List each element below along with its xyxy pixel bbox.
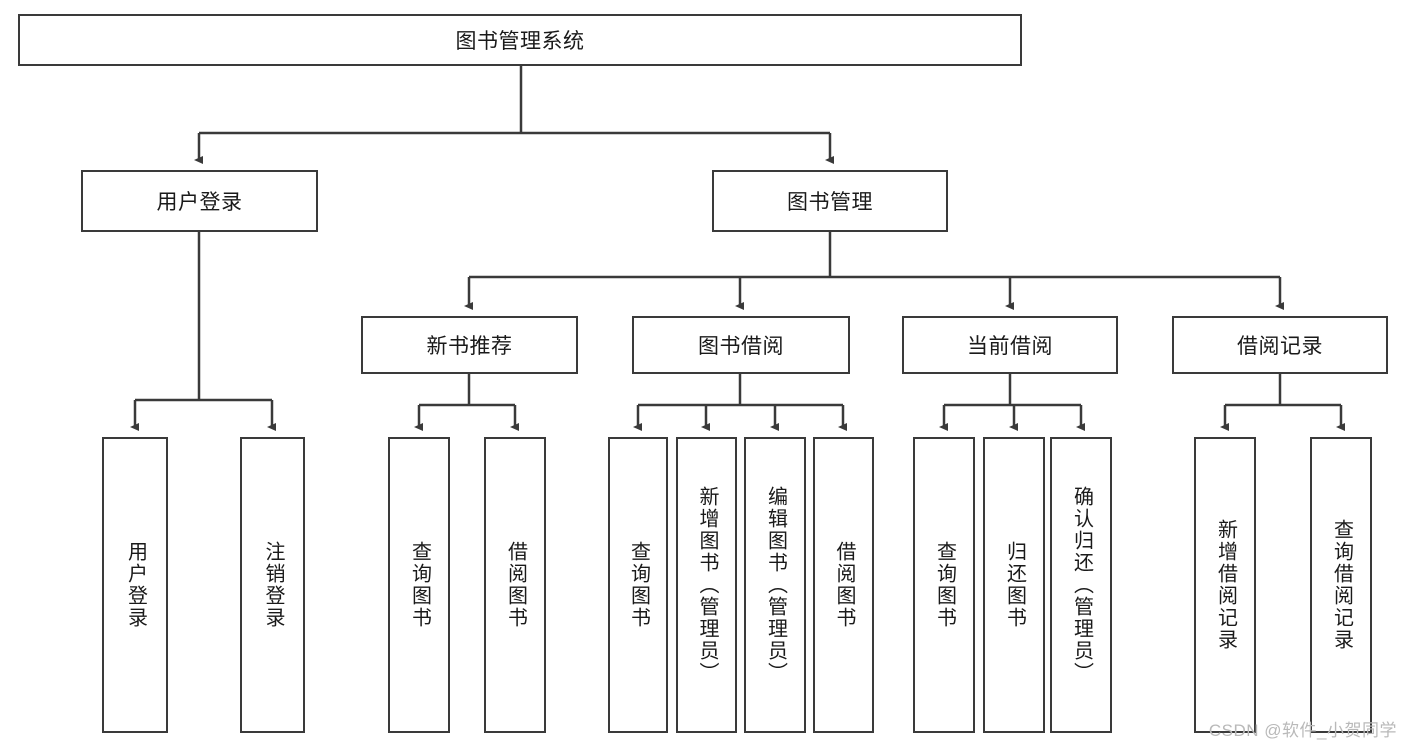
node-label: 当前借阅 [967, 335, 1053, 358]
node-label: 新书推荐 [426, 335, 513, 358]
node-label: 注销登录 [262, 541, 284, 629]
node-book-management[interactable]: 图书管理 [712, 170, 948, 232]
leaf-book-borrow-query[interactable]: 查询图书 [608, 437, 668, 733]
leaf-book-borrow-add[interactable]: 新增图书（管理员） [676, 437, 737, 733]
node-label: 借阅图书 [504, 541, 527, 629]
node-label: 借阅记录 [1237, 335, 1323, 358]
node-book-management-system[interactable]: 图书管理系统 [18, 14, 1022, 66]
node-label: 确认归还（管理员） [1070, 486, 1093, 684]
leaf-current-borrow-query[interactable]: 查询图书 [913, 437, 975, 733]
leaf-current-borrow-return[interactable]: 归还图书 [983, 437, 1045, 733]
node-borrow-record[interactable]: 借阅记录 [1172, 316, 1388, 374]
leaf-new-book-query[interactable]: 查询图书 [388, 437, 450, 733]
node-label: 新增图书（管理员） [696, 486, 718, 684]
node-new-book-recommend[interactable]: 新书推荐 [361, 316, 578, 374]
leaf-user-login-logout[interactable]: 注销登录 [240, 437, 305, 733]
leaf-user-login-login[interactable]: 用户登录 [102, 437, 168, 733]
node-label: 查询图书 [933, 541, 956, 629]
leaf-borrow-record-add[interactable]: 新增借阅记录 [1194, 437, 1256, 733]
node-user-login[interactable]: 用户登录 [81, 170, 318, 232]
leaf-book-borrow-borrow[interactable]: 借阅图书 [813, 437, 874, 733]
node-current-borrow[interactable]: 当前借阅 [902, 316, 1118, 374]
node-label: 用户登录 [156, 191, 243, 214]
leaf-book-borrow-edit[interactable]: 编辑图书（管理员） [744, 437, 806, 733]
node-label: 图书管理系统 [455, 30, 585, 53]
leaf-borrow-record-query[interactable]: 查询借阅记录 [1310, 437, 1372, 733]
node-label: 查询图书 [408, 541, 431, 629]
node-label: 用户登录 [124, 541, 147, 629]
node-label: 归还图书 [1003, 541, 1026, 629]
node-book-borrow[interactable]: 图书借阅 [632, 316, 850, 374]
node-label: 借阅图书 [833, 541, 855, 629]
leaf-current-borrow-confirm-return[interactable]: 确认归还（管理员） [1050, 437, 1112, 733]
node-label: 图书借阅 [698, 335, 784, 358]
node-label: 图书管理 [787, 191, 873, 214]
node-label: 查询图书 [627, 541, 650, 629]
node-label: 编辑图书（管理员） [764, 486, 787, 684]
node-label: 查询借阅记录 [1330, 519, 1353, 651]
node-label: 新增借阅记录 [1214, 519, 1237, 651]
leaf-new-book-borrow[interactable]: 借阅图书 [484, 437, 546, 733]
